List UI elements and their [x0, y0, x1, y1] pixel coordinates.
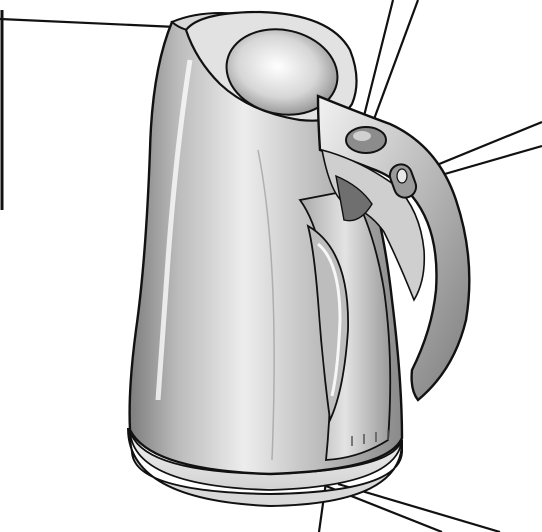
switch-indicator-light	[397, 169, 407, 183]
callout-line-bottom-1	[319, 482, 326, 532]
callout-line-top-left	[0, 19, 176, 27]
